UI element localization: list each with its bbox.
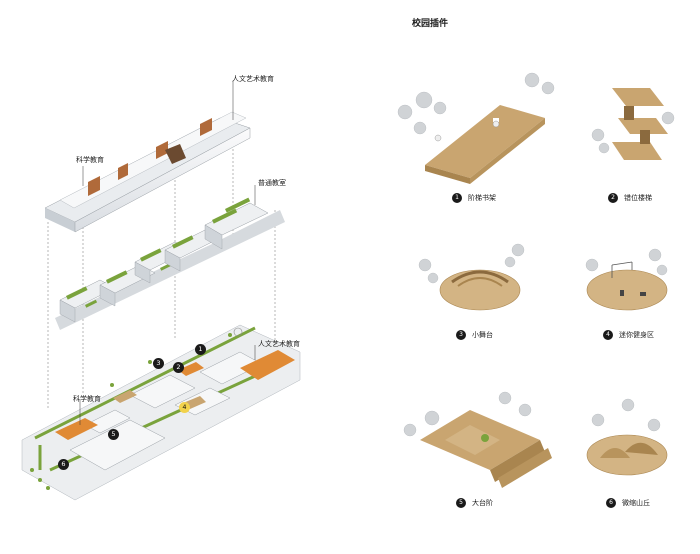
plugin-6-illustration: [586, 398, 668, 476]
site-marker-3: 3: [153, 358, 164, 369]
plugin-number-5: 5: [456, 498, 466, 508]
plugin-number-6: 6: [606, 498, 616, 508]
plugin-caption-5: 5 大台阶: [456, 498, 493, 508]
plugin-name-4: 迷你健身区: [619, 331, 654, 339]
site-plan-layer: [21, 324, 301, 501]
plugin-name-2: 错位楼梯: [624, 194, 652, 202]
plugin-caption-3: 3 小舞台: [456, 330, 493, 340]
plugin-1-illustration: [397, 72, 555, 184]
plugin-4-illustration: [585, 248, 668, 311]
site-marker-6: 6: [58, 459, 69, 470]
label-classroom: 普通教室: [258, 179, 286, 187]
classroom-layer: [55, 197, 285, 330]
plugin-caption-4: 4 迷你健身区: [603, 330, 654, 340]
label-humanities-site: 人文艺术教育: [258, 340, 300, 348]
site-marker-1: 1: [195, 344, 206, 355]
plugin-number-4: 4: [603, 330, 613, 340]
plugin-number-2: 2: [608, 193, 618, 203]
plugin-name-1: 阶梯书架: [468, 194, 496, 202]
label-science-site: 科学教育: [73, 395, 101, 403]
plugin-name-3: 小舞台: [472, 331, 493, 339]
site-marker-4: 4: [179, 402, 190, 413]
site-marker-2: 2: [173, 362, 184, 373]
plugin-caption-1: 1 阶梯书架: [452, 193, 496, 203]
plugin-number-1: 1: [452, 193, 462, 203]
page-title: 校园插件: [412, 19, 449, 29]
plugin-number-3: 3: [456, 330, 466, 340]
label-science-top: 科学教育: [76, 156, 104, 164]
plugin-2-illustration: [591, 88, 675, 160]
plugin-3-illustration: [418, 243, 525, 311]
label-humanities-top: 人文艺术教育: [232, 75, 274, 83]
plugin-name-5: 大台阶: [472, 499, 493, 507]
plugin-caption-6: 6 微缩山丘: [606, 498, 650, 508]
site-marker-5: 5: [108, 429, 119, 440]
plugin-caption-2: 2 错位楼梯: [608, 193, 652, 203]
top-building-layer: [44, 111, 251, 233]
plugin-5-illustration: [403, 391, 552, 488]
plugin-name-6: 微缩山丘: [622, 499, 650, 507]
